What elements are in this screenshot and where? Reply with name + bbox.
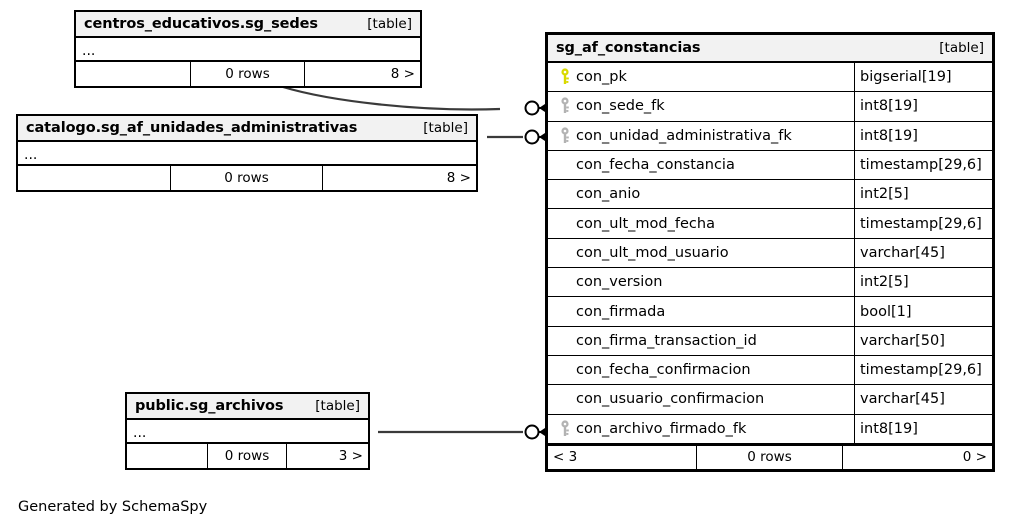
column-row[interactable]: con_archivo_firmado_fk int8[19] — [548, 414, 992, 444]
column-type-cell: timestamp[29,6] — [860, 157, 982, 174]
footer-prev-relations-sg-af-constancias[interactable]: < 3 — [548, 445, 697, 469]
column-name-label: con_firma_transaction_id — [576, 332, 757, 349]
ellipsis-label: ... — [82, 43, 96, 59]
column-name-cell: con_version — [548, 268, 855, 297]
footer-left-unidades-administrativas[interactable] — [18, 166, 172, 190]
column-name-label: con_archivo_firmado_fk — [576, 420, 747, 437]
column-row[interactable]: con_ult_mod_usuario varchar[45] — [548, 238, 992, 269]
generated-by-caption: Generated by SchemaSpy — [18, 499, 208, 515]
column-name-label: con_version — [576, 274, 663, 291]
table-node-sg-sedes[interactable]: centros_educativos.sg_sedes [table] ... … — [74, 10, 422, 88]
table-type-tag-sg-sedes: [table] — [367, 16, 412, 32]
table-footer-sg-archivos: 0 rows 3 > — [127, 444, 368, 468]
column-type-cell: bigserial[19] — [860, 69, 952, 86]
column-name-cell: con_usuario_confirmacion — [548, 385, 855, 414]
column-type-cell: int8[19] — [860, 420, 918, 437]
column-row[interactable]: con_ult_mod_fecha timestamp[29,6] — [548, 209, 992, 239]
table-type-tag-sg-af-constancias: [table] — [939, 40, 984, 56]
column-type-cell: int8[19] — [860, 98, 918, 115]
column-type-cell: int2[5] — [860, 274, 909, 291]
footer-right-sg-archivos[interactable]: 3 > — [338, 448, 363, 464]
table-node-sg-af-constancias[interactable]: sg_af_constancias [table] con_pk bigseria… — [545, 32, 995, 472]
column-type-cell: varchar[50] — [860, 332, 945, 349]
ellipsis-label: ... — [133, 425, 147, 441]
column-name-cell: con_pk — [548, 63, 855, 92]
table-title-sg-af-constancias: sg_af_constancias — [556, 40, 701, 56]
column-name-label: con_pk — [576, 69, 627, 86]
column-name-cell: con_fecha_constancia — [548, 150, 855, 180]
ellipsis-label: ... — [24, 147, 38, 163]
column-name-label: con_sede_fk — [576, 98, 665, 115]
column-name-label: con_fecha_confirmacion — [576, 362, 751, 379]
collapsed-columns-row-sg-archivos[interactable]: ... — [127, 420, 368, 444]
column-name-cell: con_archivo_firmado_fk — [548, 414, 855, 443]
column-row[interactable]: con_firma_transaction_id varchar[50] — [548, 326, 992, 356]
table-title-sg-archivos: public.sg_archivos — [135, 398, 284, 414]
table-type-tag-unidades-administrativas: [table] — [423, 120, 468, 136]
column-name-label: con_unidad_administrativa_fk — [576, 127, 792, 144]
column-row[interactable]: con_sede_fk int8[19] — [548, 92, 992, 122]
footer-right-sg-sedes[interactable]: 8 > — [390, 66, 415, 82]
footer-next-relations-sg-af-constancias[interactable]: 0 > — [962, 449, 987, 466]
collapsed-columns-row-unidades-administrativas[interactable]: ... — [18, 142, 476, 166]
column-name-label: con_usuario_confirmacion — [576, 391, 765, 408]
column-row[interactable]: con_firmada bool[1] — [548, 297, 992, 327]
foreign-key-icon — [554, 420, 576, 438]
column-type-cell: timestamp[29,6] — [860, 362, 982, 379]
table-footer-sg-sedes: 0 rows 8 > — [76, 62, 420, 86]
column-name-cell: con_firmada — [548, 297, 855, 326]
column-name-label: con_firmada — [576, 303, 666, 320]
collapsed-columns-row-sg-sedes[interactable]: ... — [76, 38, 420, 62]
row-count-sg-sedes: 0 rows — [191, 62, 305, 86]
relationship-line-sg-sedes — [282, 85, 501, 111]
column-type-cell: bool[1] — [860, 303, 912, 320]
column-name-label: con_fecha_constancia — [576, 157, 735, 174]
column-row[interactable]: con_pk bigserial[19] — [548, 63, 992, 93]
column-row[interactable]: con_fecha_constancia timestamp[29,6] — [548, 150, 992, 181]
column-name-cell: con_ult_mod_usuario — [548, 238, 855, 268]
footer-left-sg-sedes[interactable] — [76, 62, 192, 86]
table-type-tag-sg-archivos: [table] — [315, 398, 360, 414]
primary-key-icon — [554, 68, 576, 86]
column-name-cell: con_ult_mod_fecha — [548, 209, 855, 238]
column-row[interactable]: con_unidad_administrativa_fk int8[19] — [548, 121, 992, 151]
row-count-sg-af-constancias: 0 rows — [697, 445, 844, 469]
column-name-cell: con_fecha_confirmacion — [548, 355, 855, 385]
row-count-unidades-administrativas: 0 rows — [171, 166, 323, 190]
table-title-unidades-administrativas: catalogo.sg_af_unidades_administrativas — [26, 120, 358, 136]
foreign-key-icon — [554, 127, 576, 145]
column-type-cell: int8[19] — [860, 127, 918, 144]
table-header-sg-af-constancias: sg_af_constancias [table] — [548, 35, 992, 63]
column-row[interactable]: con_fecha_confirmacion timestamp[29,6] — [548, 355, 992, 386]
table-footer-unidades-administrativas: 0 rows 8 > — [18, 166, 476, 190]
table-title-sg-sedes: centros_educativos.sg_sedes — [84, 16, 318, 32]
column-type-cell: varchar[45] — [860, 391, 945, 408]
column-type-cell: timestamp[29,6] — [860, 215, 982, 232]
column-row[interactable]: con_anio int2[5] — [548, 180, 992, 210]
footer-right-unidades-administrativas[interactable]: 8 > — [446, 170, 471, 186]
table-node-sg-archivos[interactable]: public.sg_archivos [table] ... 0 rows 3 … — [125, 392, 370, 470]
table-header-unidades-administrativas: catalogo.sg_af_unidades_administrativas … — [18, 116, 476, 142]
column-row[interactable]: con_version int2[5] — [548, 268, 992, 298]
column-name-label: con_ult_mod_fecha — [576, 215, 715, 232]
column-type-cell: int2[5] — [860, 186, 909, 203]
column-row[interactable]: con_usuario_confirmacion varchar[45] — [548, 385, 992, 415]
row-count-sg-archivos: 0 rows — [208, 444, 288, 468]
column-name-cell: con_firma_transaction_id — [548, 326, 855, 355]
column-name-cell: con_unidad_administrativa_fk — [548, 121, 855, 150]
column-name-cell: con_sede_fk — [548, 92, 855, 121]
table-node-unidades-administrativas[interactable]: catalogo.sg_af_unidades_administrativas … — [16, 114, 478, 192]
column-name-label: con_anio — [576, 186, 641, 203]
table-header-sg-archivos: public.sg_archivos [table] — [127, 394, 368, 420]
table-footer-sg-af-constancias: < 3 0 rows 0 > — [548, 443, 992, 469]
table-header-sg-sedes: centros_educativos.sg_sedes [table] — [76, 12, 420, 38]
foreign-key-icon — [554, 97, 576, 115]
footer-left-sg-archivos[interactable] — [127, 444, 208, 468]
column-type-cell: varchar[45] — [860, 244, 945, 261]
column-name-cell: con_anio — [548, 180, 855, 209]
column-name-label: con_ult_mod_usuario — [576, 244, 729, 261]
